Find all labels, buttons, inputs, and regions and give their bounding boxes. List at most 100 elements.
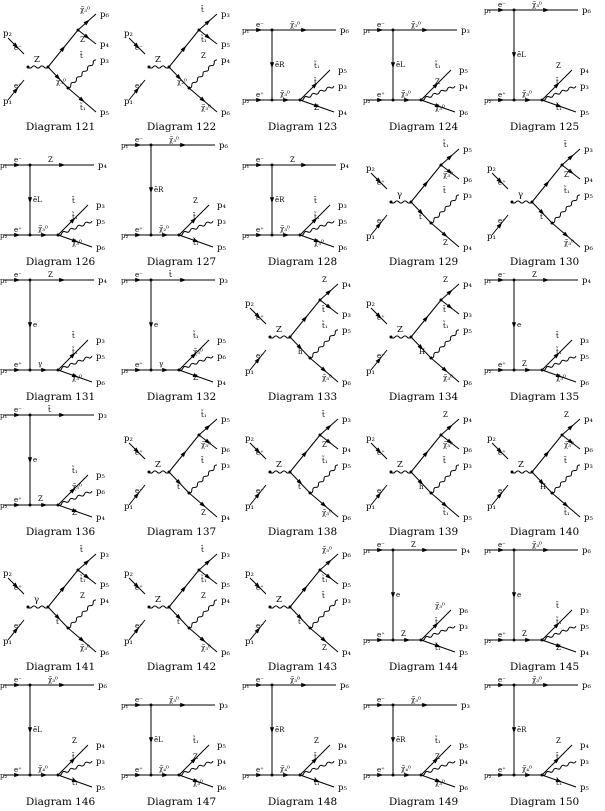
arrow-mark [256,162,263,168]
momentum-label: p₄ [338,741,347,751]
vertex-dot [197,568,201,572]
particle-label: χ̃₃⁰ [169,695,179,704]
internal-label: χ̃₃⁰ [401,89,411,98]
arrow-mark [54,614,61,621]
arrow-mark [325,559,332,566]
momentum-label: p₂ [245,569,254,579]
particle-label: Z [443,411,448,419]
internal-label: H [419,348,425,356]
momentum-label: p₅ [100,108,109,118]
outgoing-boson [299,220,335,236]
particle-label: e⁻ [498,487,506,495]
arrow-mark [180,277,187,283]
particle-label: t̄ [556,76,559,86]
particle-label: t̃₁ [556,101,562,112]
internal-label: t [56,618,59,626]
diagram-caption: Diagram 132 [146,391,217,403]
momentum-label: p₁ [121,142,128,150]
particle-label: e⁻ [256,156,264,164]
internal-label: χ̃₄⁰ [280,764,290,773]
particle-label: e⁺ [256,766,264,774]
momentum-label: p₁ [242,162,249,170]
particle-label: t̃₁ [443,319,449,330]
particle-label: e⁻ [256,622,264,630]
arrow-mark [320,366,327,373]
outgoing-boson [541,85,577,101]
particle-label: t̃₁ [193,329,199,340]
propagator-line [269,335,291,339]
momentum-label: p₄ [463,280,472,290]
arrow-mark [432,622,439,629]
arrow-mark [325,438,332,445]
momentum-label: p₃ [461,701,470,711]
particle-label: e⁺ [135,226,143,234]
particle-label: t̄ [314,751,317,761]
arrow-mark [135,232,142,238]
particle-label: χ̃₃⁰ [72,482,82,491]
particle-label: Z [532,271,537,279]
diagram-caption: Diagram 133 [267,391,338,403]
arrow-mark [422,180,429,187]
vertex-dot [76,28,80,32]
momentum-label: p₁ [0,682,7,690]
momentum-label: p₃ [96,201,105,211]
particle-label: e⁺ [498,449,506,457]
diagram-caption: Diagram 144 [388,661,459,673]
arrow-mark [180,585,187,592]
arrow-mark [311,82,318,89]
arrow-mark [301,450,308,457]
arrow-mark [498,367,505,373]
arrow-mark [390,737,396,744]
particle-label: e⁻ [498,1,506,9]
diagram-caption: Diagram 129 [388,256,459,268]
particle-label: t̄ [72,330,75,340]
momentum-label: p₁ [487,502,496,512]
particle-label: e⁺ [256,449,264,457]
propagator-line [511,470,533,474]
particle-label: t̃₁ [314,59,320,70]
particle-label: t̄ [322,304,325,314]
diagram-caption: Diagram 134 [388,391,459,403]
momentum-label: p₄ [580,648,589,658]
outgoing-boson [430,329,460,359]
arrow-mark [562,501,569,508]
arrow-mark [254,627,261,634]
propagator-label: ẽL [154,736,163,744]
particle-label: t̃₁ [322,454,328,465]
diagram-caption: Diagram 148 [267,796,338,808]
particle-label: Z [435,753,440,761]
outgoing-boson [420,85,456,101]
particle-label: t̃₁ [435,734,441,745]
arrow-mark [41,772,48,778]
arrow-mark [496,222,503,229]
internal-label: t [177,618,180,626]
momentum-label: p₂ [245,299,254,309]
arrow-mark [301,162,308,168]
particle-label: e⁺ [14,361,22,369]
diagram-caption: Diagram 128 [267,256,338,268]
arrow-mark [320,636,327,643]
vertex-dot [318,568,322,572]
arrow-mark [14,232,21,238]
momentum-label: p₁ [363,702,370,710]
arrow-mark [525,367,532,373]
internal-label: χ̃₄⁰ [38,764,48,773]
momentum-label: p₂ [124,434,133,444]
particle-label: Z [72,509,77,517]
momentum-label: p₁ [124,637,133,647]
arrow-mark [148,322,154,329]
momentum-label: p₆ [582,546,591,556]
momentum-label: p₂ [245,434,254,444]
particle-label: e⁻ [135,271,143,279]
outgoing-boson [541,625,577,641]
propagator-label: ẽR [275,61,285,69]
outgoing-boson [420,625,456,641]
arrow-mark [83,573,90,580]
propagator-line [390,335,412,339]
particle-label: χ̃₃⁰ [532,0,542,9]
outgoing-boson [67,59,97,89]
arrow-mark [320,501,327,508]
propagator-label: ẽR [275,726,285,734]
